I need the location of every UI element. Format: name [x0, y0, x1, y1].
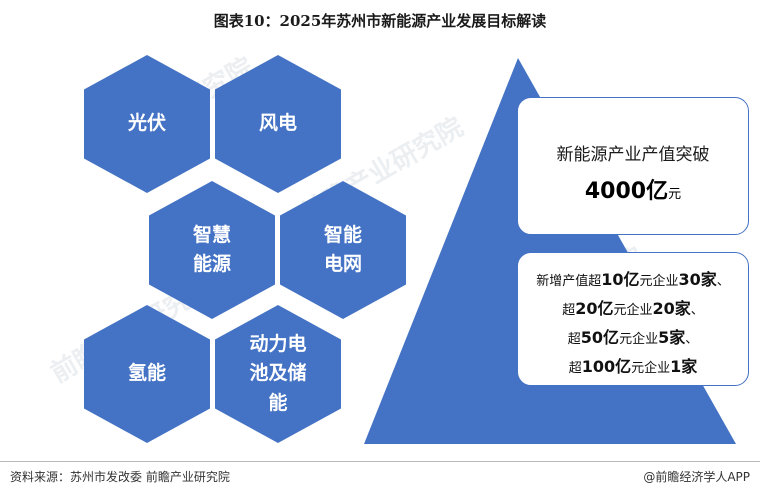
- hexagon-label: 光伏: [127, 112, 166, 135]
- row-unit: 元企业: [613, 303, 653, 318]
- enterprise-target-row: 超100亿元企业1家: [518, 352, 748, 381]
- hexagon-label: 能: [268, 391, 288, 414]
- enterprise-target-row: 超50亿元企业5家、: [518, 323, 748, 352]
- output-target-number: 4000亿: [584, 179, 669, 204]
- enterprise-target-row: 新增产值超10亿元企业30家、: [518, 265, 748, 294]
- output-target-box: 新能源产业产值突破 4000亿元: [517, 97, 749, 235]
- row-count: 5家: [658, 328, 686, 347]
- hexagon-label: 池及储: [249, 362, 307, 385]
- row-prefix: 超: [567, 332, 581, 347]
- output-target-value: 4000亿元: [518, 173, 748, 205]
- row-separator: 、: [690, 303, 704, 318]
- hexagon-wind-power: 风电: [215, 55, 341, 193]
- output-target-unit: 元: [668, 187, 682, 202]
- hexagon-label: 风电: [258, 112, 297, 135]
- row-prefix: 新增产值超: [536, 274, 602, 289]
- hexagon-label: 能源: [192, 253, 231, 275]
- footer: 资料来源：苏州市发改委 前瞻产业研究院 @前瞻经济学人APP: [0, 461, 760, 491]
- output-target-text: 新能源产业产值突破: [556, 145, 710, 165]
- row-count: 20家: [652, 299, 691, 318]
- row-prefix: 超: [562, 303, 576, 318]
- row-separator: 、: [685, 332, 699, 347]
- hexagon-label: 电网: [323, 253, 362, 275]
- hexagon-smart-grid: 智能 电网: [280, 181, 406, 319]
- hexagon-label: 智慧: [192, 223, 231, 246]
- brand-label: @前瞻经济学人APP: [643, 470, 750, 484]
- row-count: 30家: [678, 270, 717, 289]
- hexagon-photovoltaic: 光伏: [84, 55, 210, 193]
- hexagon-label: 动力电: [249, 332, 307, 355]
- source-note: 资料来源：苏州市发改委 前瞻产业研究院: [10, 470, 230, 484]
- hexagon-hydrogen: 氢能: [84, 305, 210, 443]
- row-prefix: 超: [568, 361, 582, 376]
- row-unit: 元企业: [619, 332, 659, 347]
- hexagon-label: 氢能: [127, 362, 166, 385]
- row-threshold: 10亿: [601, 270, 640, 289]
- chart-title: 图表10：2025年苏州市新能源产业发展目标解读: [213, 12, 547, 30]
- hexagon-battery-storage: 动力电 池及储 能: [215, 305, 341, 443]
- row-threshold: 20亿: [575, 299, 614, 318]
- row-count: 1家: [670, 357, 698, 376]
- row-separator: 、: [716, 274, 730, 289]
- enterprise-target-row: 超20亿元企业20家、: [518, 294, 748, 323]
- hexagon-smart-energy: 智慧 能源: [149, 181, 275, 319]
- hexagon-label: 智能: [323, 223, 362, 246]
- row-threshold: 50亿: [580, 328, 620, 347]
- row-unit: 元企业: [631, 361, 671, 376]
- enterprise-target-box: 新增产值超10亿元企业30家、 超20亿元企业20家、 超50亿元企业5家、 超…: [517, 252, 749, 386]
- row-unit: 元企业: [639, 274, 679, 289]
- row-threshold: 100亿: [581, 357, 632, 376]
